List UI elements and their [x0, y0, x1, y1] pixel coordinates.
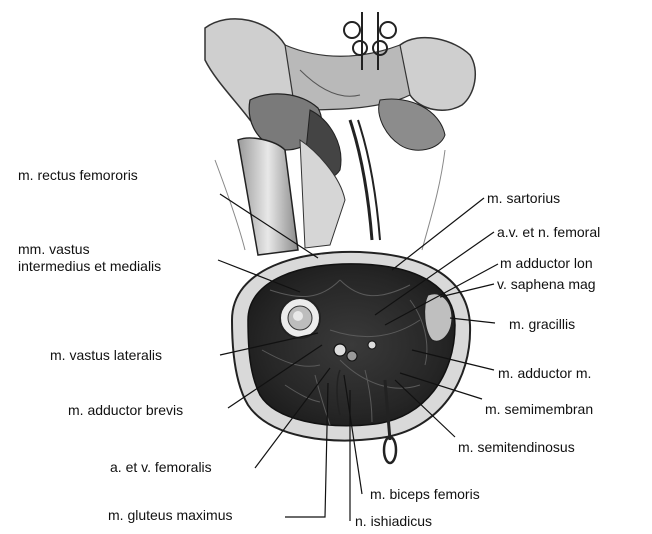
- label-rectus-femororis: m. rectus femororis: [18, 167, 138, 183]
- label-adductor-brevis: m. adductor brevis: [68, 402, 183, 418]
- label-ishiadicus: n. ishiadicus: [355, 513, 432, 529]
- label-vastus-line1: mm. vastus: [18, 241, 161, 258]
- label-semitendinosus: m. semitendinosus: [458, 439, 575, 455]
- label-vastus-intermedius: mm. vastus intermedius et medialis: [18, 241, 161, 275]
- label-sartorius: m. sartorius: [487, 190, 560, 206]
- label-femoral-bundle: a.v. et n. femoral: [497, 224, 600, 240]
- label-vastus-lateralis: m. vastus lateralis: [50, 347, 162, 363]
- label-vastus-line2: intermedius et medialis: [18, 258, 161, 275]
- label-gracilis: m. gracillis: [509, 316, 575, 332]
- muscle-section: [248, 264, 455, 426]
- label-femoralis: a. et v. femoralis: [110, 459, 212, 475]
- femur-section: [280, 298, 320, 338]
- label-saphena: v. saphena mag: [497, 276, 596, 292]
- label-gluteus-maximus: m. gluteus maximus: [108, 507, 232, 523]
- label-adductor-m: m. adductor m.: [498, 365, 591, 381]
- leader-sartorius: [392, 198, 484, 270]
- label-biceps-femoris: m. biceps femoris: [370, 486, 480, 502]
- label-semimembran: m. semimembran: [485, 401, 593, 417]
- label-adductor-lon: m adductor lon: [500, 255, 593, 271]
